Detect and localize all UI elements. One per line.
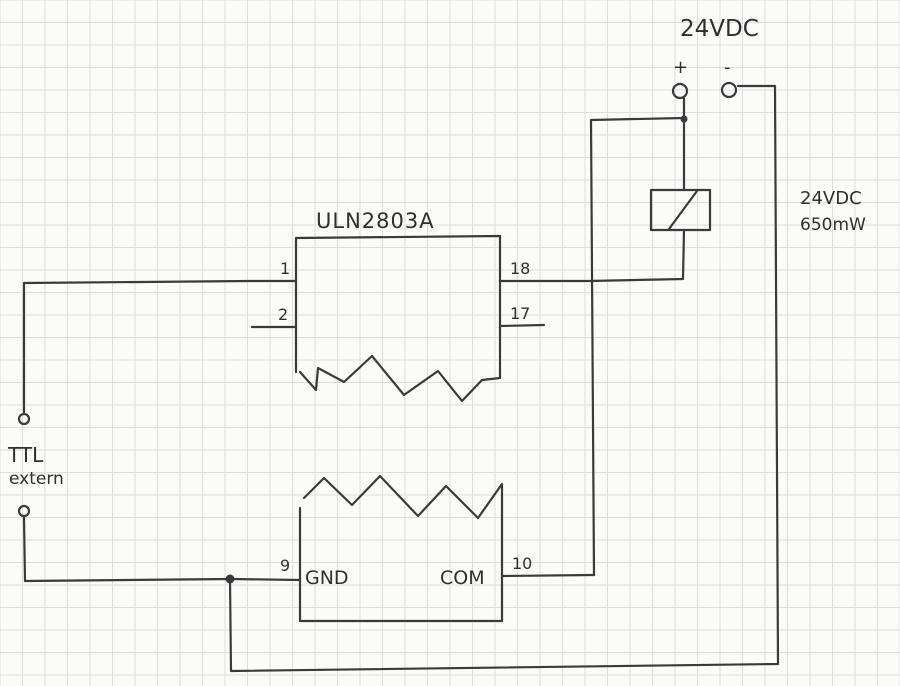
relay-coil-box: [649, 188, 712, 232]
pin-2-label: 2: [278, 305, 288, 324]
ic-lower-body: [298, 474, 504, 623]
ttl-extern-label: extern: [9, 469, 64, 489]
ic-name-label: ULN2803A: [316, 209, 435, 233]
ic-upper-body: [294, 234, 502, 403]
pin-10-label: 10: [512, 554, 532, 573]
com-rail-wire: [589, 116, 686, 577]
supply-voltage-label: 24VDC: [680, 16, 759, 42]
pin-18-label: 18: [510, 259, 530, 278]
relay-coil-diagonal: [667, 189, 699, 231]
pin-10-stub: [500, 573, 596, 578]
pin-1-label: 1: [280, 259, 290, 278]
ground-return-wire: [228, 84, 780, 673]
relay-power-label: 650mW: [800, 215, 866, 235]
ttl-terminal-top: [17, 412, 31, 426]
supply-plus-sign: +: [673, 57, 688, 78]
ttl-label: TTL: [7, 443, 44, 467]
ttl-input-wire: [22, 279, 252, 414]
pin-9-label: 9: [280, 556, 290, 575]
relay-voltage-label: 24VDC: [800, 188, 862, 209]
relay-bottom-wire: [588, 228, 686, 283]
supply-minus-sign: -: [724, 57, 731, 78]
ttl-ground-wire: [22, 515, 234, 583]
pin-17-stub: [498, 323, 546, 328]
gnd-pin-label: GND: [305, 567, 349, 589]
ttl-terminal-bottom: [17, 504, 31, 518]
supply-minus-terminal: [720, 81, 738, 99]
supply-plus-terminal: [671, 82, 689, 100]
pin-9-stub: [230, 577, 302, 582]
com-pin-label: COM: [440, 567, 485, 589]
pin-17-label: 17: [510, 304, 530, 323]
